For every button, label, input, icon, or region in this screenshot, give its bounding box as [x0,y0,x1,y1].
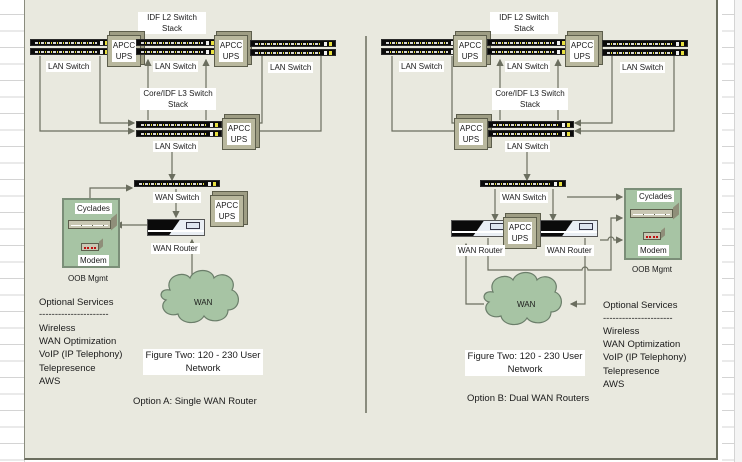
core-switch[interactable] [136,130,222,137]
lan-switch[interactable] [136,39,218,46]
core-stack-label: Core/IDF L3 Switch Stack [492,88,568,110]
modem-device[interactable] [81,243,99,251]
ups-device[interactable]: APCC UPS [503,217,537,249]
cyclades-label: Cyclades [75,203,112,214]
lan-switch[interactable] [30,39,112,46]
ups-device[interactable]: APCC UPS [565,35,599,67]
idf-stack-label: IDF L2 Switch Stack [138,12,206,34]
wan-cloud-label: WAN [194,298,213,307]
wan-cloud-b [483,271,562,326]
cyclades-device[interactable] [630,209,673,218]
oob-mgmt-label: OOB Mgmt [68,274,109,283]
ups-device[interactable]: APCC UPS [453,35,487,67]
service-item: Wireless [39,323,76,334]
wan-router[interactable] [540,220,598,237]
wan-router-label: WAN Router [456,245,505,256]
lan-switch[interactable] [250,40,336,47]
wire-b-router1-to-oob [487,214,624,271]
wan-cloud-label: WAN [517,300,536,309]
optional-services-separator: ---------------------- [39,309,109,320]
core-switch[interactable] [136,121,222,128]
wan-cloud-a [160,269,239,324]
wan-router[interactable] [147,219,205,236]
panel-caption: Option B: Dual WAN Routers [467,393,590,404]
figure-title: Figure Two: 120 - 230 User Network [143,349,263,375]
lan-switch[interactable] [250,49,336,56]
ups-device[interactable]: APCC UPS [214,35,248,67]
wan-switch-label: WAN Switch [153,192,202,203]
service-item: WAN Optimization [603,339,681,350]
wan-switch[interactable] [480,180,566,187]
wire-b-router2-to-wan [569,238,586,308]
optional-services-title: Optional Services [603,300,678,311]
wan-router-label: WAN Router [545,245,594,256]
idf-stack-label: IDF L2 Switch Stack [490,12,558,34]
wire-a-lan-left-inner [99,56,136,127]
core-stack-label: Core/IDF L3 Switch Stack [140,88,216,110]
wire-a-lan-left-outer [39,56,136,135]
lan-switch-label: LAN Switch [268,62,314,73]
lan-switch[interactable] [136,48,218,55]
lan-switch-label: LAN Switch [505,61,551,72]
wire-a-cyclades-to-wan-switch [89,184,134,199]
wan-switch-label: WAN Switch [500,192,549,203]
lan-switch[interactable] [30,48,112,55]
lan-switch[interactable] [381,48,463,55]
cyclades-device[interactable] [68,220,111,229]
lan-switch-label: LAN Switch [505,141,551,152]
wire-b-router2-to-modem [600,236,624,244]
service-item: VoIP (IP Telephony) [603,352,687,363]
wan-router[interactable] [451,220,509,237]
wire-a-lan-right-outer [223,56,322,135]
spreadsheet-scroll-edge [735,0,742,462]
service-item: AWS [39,376,61,387]
modem-label: Modem [638,245,669,256]
figure-title: Figure Two: 120 - 230 User Network [465,350,585,376]
service-item: Telepresence [603,366,660,377]
service-item: AWS [603,379,625,390]
service-item: Wireless [603,326,640,337]
service-item: VoIP (IP Telephony) [39,349,123,360]
lan-switch[interactable] [487,39,569,46]
ups-device[interactable]: APCC UPS [210,195,244,227]
ups-device[interactable]: APCC UPS [454,118,488,150]
wire-b-lan-right-inner [573,56,613,127]
diagram-canvas[interactable] [24,0,718,460]
lan-switch[interactable] [602,49,688,56]
core-switch[interactable] [488,130,574,137]
modem-device[interactable] [643,232,661,240]
cyclades-label: Cyclades [637,191,674,202]
lan-switch-label: LAN Switch [153,61,199,72]
oob-mgmt-box[interactable]: Cyclades Modem [624,188,682,260]
lan-switch-label: LAN Switch [46,61,92,72]
oob-mgmt-box[interactable]: Cyclades Modem [62,198,120,268]
optional-services-title: Optional Services [39,297,114,308]
service-item: Telepresence [39,363,96,374]
oob-mgmt-label: OOB Mgmt [632,265,673,274]
lan-switch-label: LAN Switch [153,141,199,152]
lan-switch[interactable] [602,40,688,47]
ups-device[interactable]: APCC UPS [107,35,141,67]
wan-router-label: WAN Router [151,243,200,254]
optional-services-separator: ---------------------- [603,313,673,324]
lan-switch-label: LAN Switch [399,61,445,72]
ups-device[interactable]: APCC UPS [222,118,256,150]
core-switch[interactable] [488,121,574,128]
modem-label: Modem [78,255,109,266]
lan-switch-label: LAN Switch [620,62,666,73]
wan-switch[interactable] [134,180,220,187]
lan-switch[interactable] [381,39,463,46]
wire-b-lan-right-outer [573,56,675,135]
lan-switch[interactable] [487,48,569,55]
spreadsheet-gridlines-right [722,0,735,462]
panel-caption: Option A: Single WAN Router [133,396,257,407]
service-item: WAN Optimization [39,336,117,347]
wire-b-wan-to-router1 [462,242,484,305]
